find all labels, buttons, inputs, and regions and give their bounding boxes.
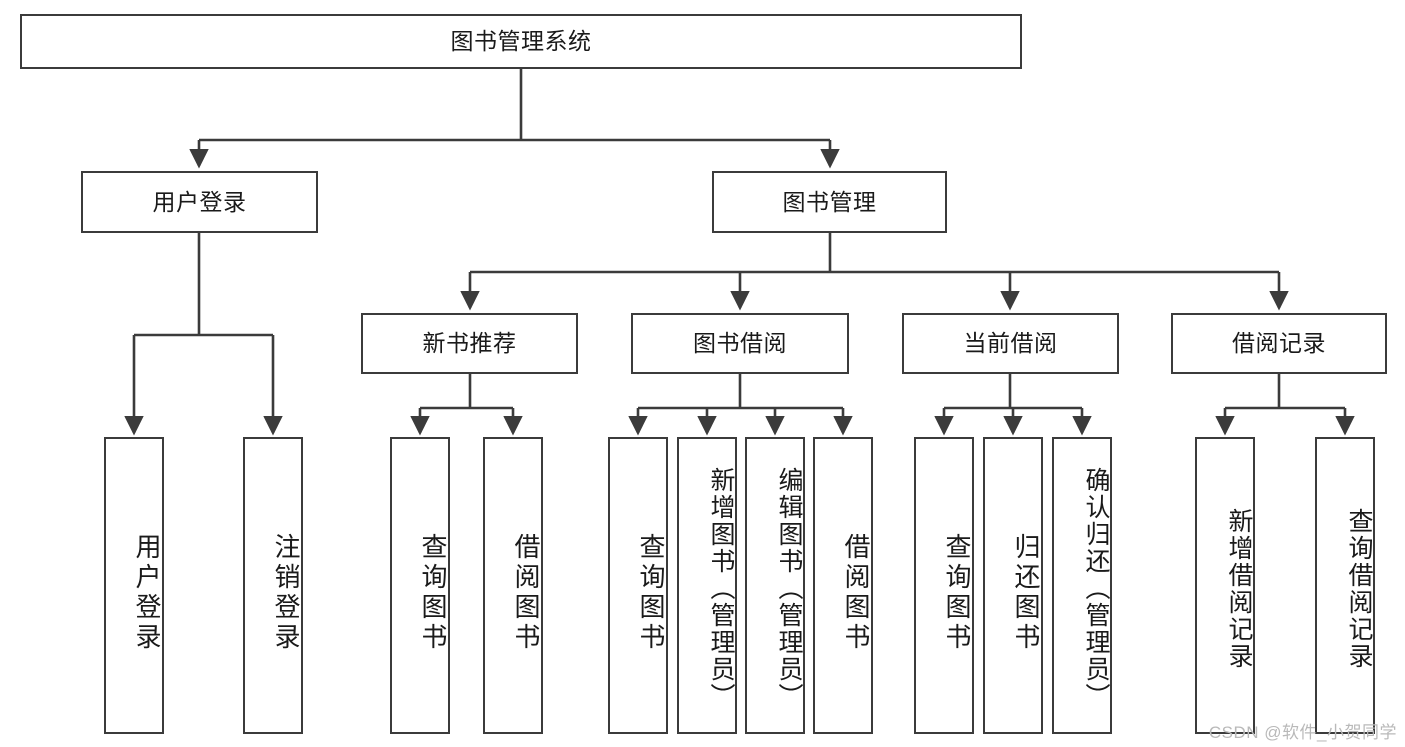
- leaf-edit-book[interactable]: 编辑图书（管理员）: [745, 437, 805, 734]
- leaf-confirm-return[interactable]: 确认归还（管理员）: [1052, 437, 1112, 734]
- node-current-borrow[interactable]: 当前借阅: [902, 313, 1119, 374]
- leaf-query-book-borrow[interactable]: 查询图书: [608, 437, 668, 734]
- node-label: 用户登录: [132, 532, 162, 653]
- watermark-text: CSDN @软件_小贺同学: [1208, 723, 1397, 742]
- node-label: 图书管理: [782, 188, 877, 215]
- node-label: 新增借阅记录: [1225, 507, 1253, 670]
- leaf-user-login[interactable]: 用户登录: [104, 437, 164, 734]
- node-book-borrow[interactable]: 图书借阅: [631, 313, 849, 374]
- node-label: 用户登录: [152, 188, 247, 215]
- node-label: 注销登录: [271, 532, 301, 653]
- node-root-system[interactable]: 图书管理系统: [20, 14, 1022, 69]
- leaf-query-borrow-record[interactable]: 查询借阅记录: [1315, 437, 1375, 734]
- node-label: 查询图书: [942, 532, 972, 653]
- node-label: 查询借阅记录: [1345, 507, 1373, 670]
- node-label: 新增图书（管理员）: [707, 467, 735, 710]
- leaf-return-book[interactable]: 归还图书: [983, 437, 1043, 734]
- node-user-login[interactable]: 用户登录: [81, 171, 318, 233]
- node-label: 查询图书: [418, 532, 448, 653]
- leaf-logout[interactable]: 注销登录: [243, 437, 303, 734]
- node-book-management[interactable]: 图书管理: [712, 171, 947, 233]
- node-borrow-record[interactable]: 借阅记录: [1171, 313, 1387, 374]
- node-new-book-recommend[interactable]: 新书推荐: [361, 313, 578, 374]
- node-label: 新书推荐: [422, 330, 517, 357]
- node-label: 借阅图书: [511, 532, 541, 653]
- leaf-add-borrow-record[interactable]: 新增借阅记录: [1195, 437, 1255, 734]
- node-label: 查询图书: [636, 532, 666, 653]
- node-label: 确认归还（管理员）: [1082, 467, 1110, 710]
- leaf-borrow-book[interactable]: 借阅图书: [813, 437, 873, 734]
- node-label: 借阅记录: [1232, 330, 1326, 357]
- leaf-borrow-book-recommend[interactable]: 借阅图书: [483, 437, 543, 734]
- node-label: 归还图书: [1011, 532, 1041, 653]
- leaf-add-book[interactable]: 新增图书（管理员）: [677, 437, 737, 734]
- node-label: 借阅图书: [841, 532, 871, 653]
- leaf-query-book-recommend[interactable]: 查询图书: [390, 437, 450, 734]
- node-label: 图书借阅: [693, 330, 787, 357]
- leaf-query-book-current[interactable]: 查询图书: [914, 437, 974, 734]
- node-label: 当前借阅: [963, 330, 1058, 357]
- node-label: 编辑图书（管理员）: [775, 467, 803, 710]
- node-label: 图书管理系统: [450, 28, 592, 55]
